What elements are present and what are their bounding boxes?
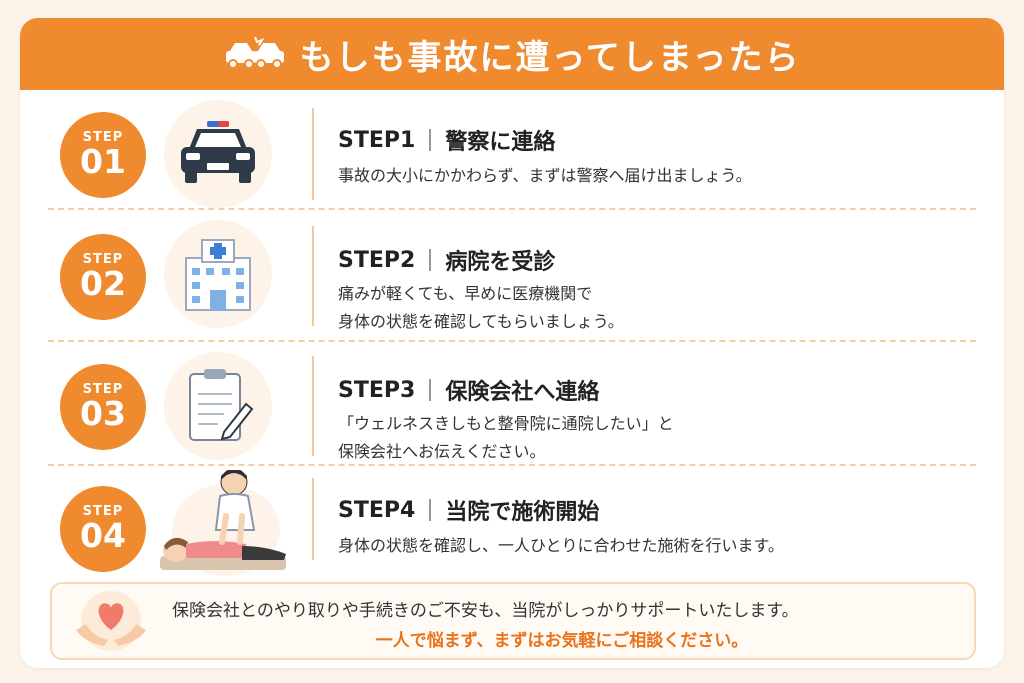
step-description: 痛みが軽くても、早めに医療機関で 身体の状態を確認してもらいましょう。: [338, 280, 624, 336]
step-heading: 病院を受診: [445, 250, 556, 275]
accident-guide-card: もしも事故に遭ってしまったら STEP 01: [20, 18, 1004, 668]
badge-label: STEP: [82, 130, 124, 145]
step-4: STEP 04 ST: [20, 466, 1004, 576]
step-badge: STEP 03: [60, 364, 146, 450]
car-accident-icon: [224, 37, 286, 71]
step-description: 事故の大小にかかわらず、まずは警察へ届け出ましょう。: [338, 162, 752, 190]
step-divider-line: [312, 108, 314, 200]
step-2: STEP 02: [20, 212, 1004, 340]
step-description: 「ウェルネスきしもと整骨院に通院したい」と 保険会社へお伝えください。: [338, 410, 674, 466]
step-title: STEP3 保険会社へ連絡: [338, 374, 599, 406]
badge-label: STEP: [82, 252, 124, 267]
step-number: STEP4: [338, 497, 416, 523]
clipboard-pen-icon: [164, 352, 272, 460]
step-title: STEP4 当院で施術開始: [338, 494, 599, 526]
separator: [429, 379, 432, 401]
step-3: STEP 03 STEP3 保険会社へ連絡: [20, 342, 1004, 470]
hospital-icon: [164, 220, 272, 328]
desc-line: 痛みが軽くても、早めに医療機関で: [338, 284, 593, 303]
step-number: STEP3: [338, 377, 416, 403]
separator: [429, 499, 432, 521]
badge-number: 04: [80, 516, 126, 555]
step-title: STEP2 病院を受診: [338, 244, 555, 276]
step-title: STEP1 警察に連絡: [338, 124, 555, 156]
dashed-divider: [48, 208, 976, 210]
header-banner: もしも事故に遭ってしまったら: [20, 18, 1004, 90]
badge-label: STEP: [82, 504, 124, 519]
step-number: STEP1: [338, 127, 416, 153]
dashed-divider: [48, 464, 976, 466]
step-badge: STEP 02: [60, 234, 146, 320]
consultation-message: 一人で悩まず、まずはお気軽にご相談ください。: [375, 631, 749, 651]
step-divider-line: [312, 226, 314, 326]
desc-line: 保険会社へお伝えください。: [338, 442, 546, 461]
desc-line: 身体の状態を確認してもらいましょう。: [338, 312, 624, 331]
step-description: 身体の状態を確認し、一人ひとりに合わせた施術を行います。: [338, 532, 784, 560]
separator: [429, 129, 432, 151]
step-badge: STEP 04: [60, 486, 146, 572]
step-heading: 警察に連絡: [445, 130, 556, 155]
dashed-divider: [48, 340, 976, 342]
page-title: もしも事故に遭ってしまったら: [299, 37, 801, 78]
step-divider-line: [312, 356, 314, 456]
desc-line: 「ウェルネスきしもと整骨院に通院したい」と: [338, 414, 674, 433]
step-heading: 保険会社へ連絡: [445, 380, 600, 405]
badge-number: 03: [80, 394, 126, 433]
step-badge: STEP 01: [60, 112, 146, 198]
support-note: 保険会社とのやり取りや手続きのご不安も、当院がしっかりサポートいたします。 一人…: [50, 582, 976, 660]
badge-label: STEP: [82, 382, 124, 397]
badge-number: 01: [80, 142, 126, 181]
treatment-icon: [156, 470, 288, 578]
support-message: 保険会社とのやり取りや手続きのご不安も、当院がしっかりサポートいたします。: [172, 601, 799, 621]
desc-line: 身体の状態を確認し、一人ひとりに合わせた施術を行います。: [338, 536, 784, 555]
step-divider-line: [312, 478, 314, 560]
step-heading: 当院で施術開始: [445, 500, 600, 525]
badge-number: 02: [80, 264, 126, 303]
step-number: STEP2: [338, 247, 416, 273]
desc-line: 事故の大小にかかわらず、まずは警察へ届け出ましょう。: [338, 166, 752, 185]
police-car-icon: [164, 100, 272, 208]
separator: [429, 249, 432, 271]
step-1: STEP 01 STEP1: [20, 90, 1004, 218]
heart-hands-icon: [68, 590, 154, 656]
